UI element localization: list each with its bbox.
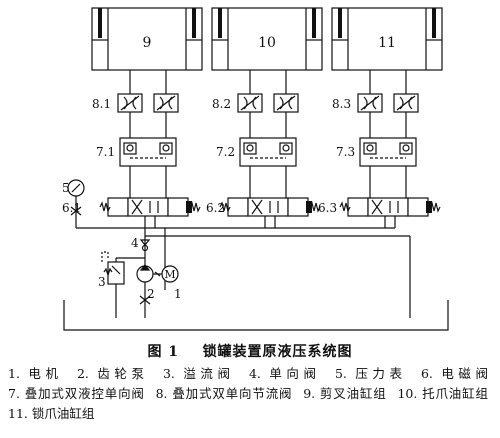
cylinder-9-label: 9: [143, 35, 152, 51]
branch-lines: [129, 70, 407, 198]
cylinder-11-label: 11: [378, 35, 396, 51]
relief-valve-3: 3: [98, 251, 145, 318]
legend-item-11: 11. 锁爪油缸组: [8, 406, 95, 421]
gauge-5-label: 5: [62, 181, 70, 195]
pilot-check-valve-7-2: 7.2: [216, 137, 297, 167]
throttle-8-2-label: 8.2: [212, 97, 231, 111]
throttle-8-1-label: 8.1: [92, 97, 111, 111]
cylinder-group-9: 9: [91, 7, 203, 71]
legend-item-1: 1. 电机: [8, 366, 63, 381]
caption-text: 锁罐装置原液压系统图: [202, 344, 353, 360]
solenoid-valve-6-3: 6.3: [318, 197, 441, 217]
caption-number: 图 1: [147, 344, 180, 360]
pilot-check-valve-7-3: 7.3: [336, 137, 417, 167]
oil-tank: [63, 300, 449, 331]
pump-2-label: 2: [147, 287, 155, 301]
pressure-gauge-5: 5: [62, 179, 85, 228]
pilot-check-valve-7-1: 7.1: [96, 137, 177, 167]
legend-item-9: 9. 剪叉油缸组: [303, 386, 387, 401]
relief-3-label: 3: [98, 275, 106, 289]
throttle-valve-8-2: 8.2: [212, 93, 299, 113]
motor-1-label: 1: [174, 287, 182, 301]
legend-item-4: 4. 单向阀: [248, 366, 321, 381]
motor-1: M 1: [153, 265, 182, 301]
throttle-8-3-label: 8.3: [332, 97, 351, 111]
legend-item-7: 7. 叠加式双液控单向阀: [8, 386, 145, 401]
legend-item-6: 6. 电磁阀: [420, 366, 488, 381]
check-4-label: 4: [131, 236, 139, 250]
check-7-3-label: 7.3: [336, 145, 355, 159]
gear-pump-2: 2: [136, 262, 155, 318]
cylinder-group-11: 11: [331, 7, 443, 71]
solenoid-valve-6-2: 6.2: [206, 197, 321, 217]
solenoid-6-3-label: 6.3: [318, 201, 337, 215]
check-7-2-label: 7.2: [216, 145, 235, 159]
check-7-1-label: 7.1: [96, 145, 115, 159]
solenoid-6-2-label: 6.2: [206, 201, 225, 215]
manifold-lines: [76, 216, 411, 318]
legend-item-5: 5. 压力表: [334, 366, 407, 381]
legend-item-3: 3. 溢流阀: [162, 366, 235, 381]
figure-caption: 图 1 锁罐装置原液压系统图: [0, 341, 500, 361]
cylinder-10-label: 10: [258, 35, 276, 51]
figure-legend: 1. 电机 2. 齿轮泵 3. 溢流阀 4. 单向阀 5. 压力表 6. 电磁阀…: [8, 364, 494, 424]
legend-item-10: 10. 托爪油缸组: [397, 386, 488, 401]
throttle-valve-8-3: 8.3: [332, 93, 419, 113]
motor-symbol: M: [164, 268, 175, 281]
legend-item-2: 2. 齿轮泵: [76, 366, 149, 381]
hydraulic-schematic: 9 10 11 8.1: [62, 7, 449, 331]
legend-item-8: 8. 叠加式双单向节流阀: [155, 386, 293, 401]
solenoid-valve-6-1: 6.1: [62, 197, 201, 217]
throttle-valve-8-1: 8.1: [92, 93, 179, 113]
cylinder-group-10: 10: [211, 7, 323, 71]
